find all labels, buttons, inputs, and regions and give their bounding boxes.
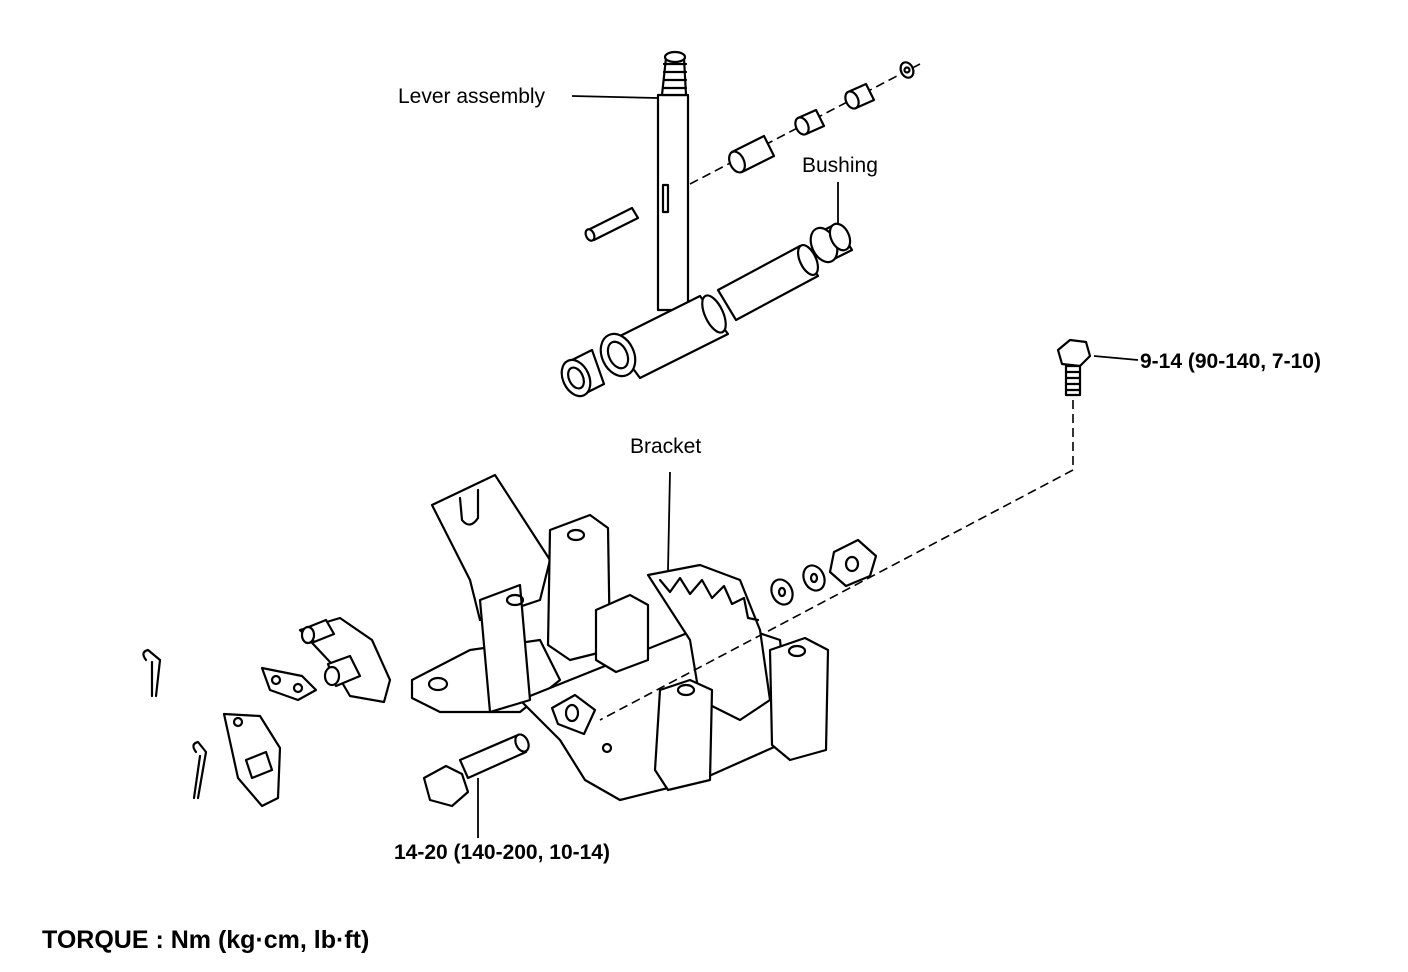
upper-bolt-torque-label: 9-14 (90-140, 7-10) [1140, 350, 1321, 373]
pin-and-spacers [584, 61, 921, 242]
washers-and-nut [770, 538, 878, 606]
cotter-pins [142, 648, 208, 800]
lower-bolt-torque-label: 14-20 (140-200, 10-14) [394, 841, 610, 864]
leader-lines [477, 95, 1139, 838]
lever-assembly [560, 50, 820, 398]
detent-lever-parts [222, 616, 392, 808]
bushing-label: Bushing [802, 154, 878, 177]
bracket-label: Bracket [630, 435, 702, 458]
lower-bolt [422, 733, 530, 808]
upper-bolt [599, 338, 1092, 721]
torque-units-note: TORQUE : Nm (kg·cm, lb·ft) [42, 926, 370, 954]
bushing-part [809, 222, 854, 264]
lever-assembly-label: Lever assembly [398, 85, 546, 108]
bracket-body [410, 473, 830, 802]
